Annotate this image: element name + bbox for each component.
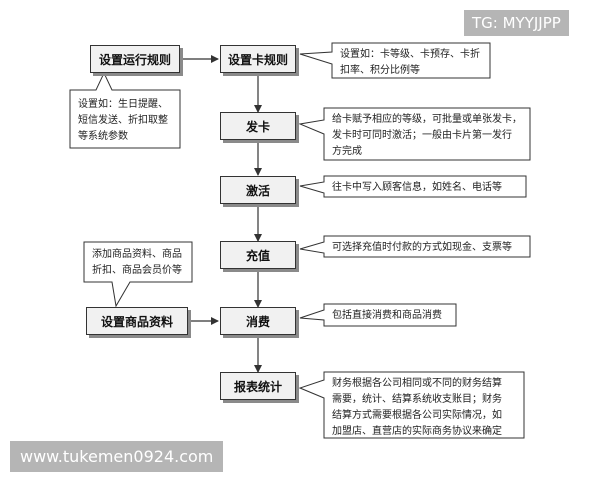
note-line: 折扣、商品会员价等	[92, 265, 182, 276]
callout-shape-issue-card	[298, 107, 531, 161]
watermark-bottom-left: www.tukemen0924.com	[10, 441, 224, 472]
note-consume: 包括直接消费和商品消费	[326, 305, 456, 327]
node-consume: 消费	[220, 307, 296, 335]
note-line: 发卡时可同时激活；一般由卡片第一发行	[332, 130, 512, 141]
callout-shape-card-rules	[299, 42, 491, 79]
note-line: 往卡中写入顾客信息，如姓名、电话等	[332, 182, 502, 193]
node-run-rules: 设置运行规则	[90, 45, 180, 73]
note-report: 财务根据各公司相同或不同的财务结算 需要，统计、结算系统收支账目；财务 结算方式…	[326, 373, 524, 443]
note-line: 等系统参数	[78, 131, 128, 142]
node-activate: 激活	[220, 176, 296, 204]
note-line: 设置如：生日提醒、	[78, 99, 168, 110]
watermark-top-right: TG: MYYJJPP	[464, 10, 569, 36]
callout-shape-goods	[83, 241, 193, 308]
callout-shape-activate	[299, 175, 527, 198]
note-card-rules: 设置如：卡等级、卡预存、卡折 扣率、积分比例等	[334, 44, 490, 82]
note-line: 扣率、积分比例等	[340, 65, 420, 76]
node-issue-card: 发卡	[220, 112, 296, 140]
note-run-rules: 设置如：生日提醒、 短信发送、折扣取整 等系统参数	[72, 94, 180, 148]
note-goods: 添加商品资料、商品 折扣、商品会员价等	[86, 244, 192, 282]
callout-shape-consume	[299, 303, 457, 327]
note-recharge: 可选择充值时付款的方式如现金、支票等	[326, 237, 530, 259]
callout-shape-report	[298, 371, 525, 439]
callout-shape-run-rules	[69, 71, 181, 149]
note-line: 结算方式需要根据各公司实际情况，如	[332, 410, 502, 421]
note-line: 加盟店、直营店的实际商务协议来确定	[332, 426, 502, 437]
note-line: 设置如：卡等级、卡预存、卡折	[340, 49, 480, 60]
node-goods: 设置商品资料	[86, 307, 188, 335]
note-line: 方完成	[332, 146, 362, 157]
callout-shape-recharge	[299, 235, 531, 258]
node-card-rules: 设置卡规则	[220, 45, 296, 73]
node-recharge: 充值	[220, 241, 296, 269]
note-line: 需要，统计、结算系统收支账目；财务	[332, 394, 502, 405]
note-activate: 往卡中写入顾客信息，如姓名、电话等	[326, 177, 526, 199]
node-report: 报表统计	[220, 372, 296, 400]
note-line: 短信发送、折扣取整	[78, 115, 168, 126]
note-line: 添加商品资料、商品	[92, 249, 182, 260]
note-line: 包括直接消费和商品消费	[332, 310, 442, 321]
note-issue-card: 给卡赋予相应的等级，可批量或单张发卡， 发卡时可同时激活；一般由卡片第一发行 方…	[326, 109, 530, 163]
note-line: 可选择充值时付款的方式如现金、支票等	[332, 242, 512, 253]
note-line: 给卡赋予相应的等级，可批量或单张发卡，	[332, 114, 522, 125]
note-line: 财务根据各公司相同或不同的财务结算	[332, 378, 502, 389]
